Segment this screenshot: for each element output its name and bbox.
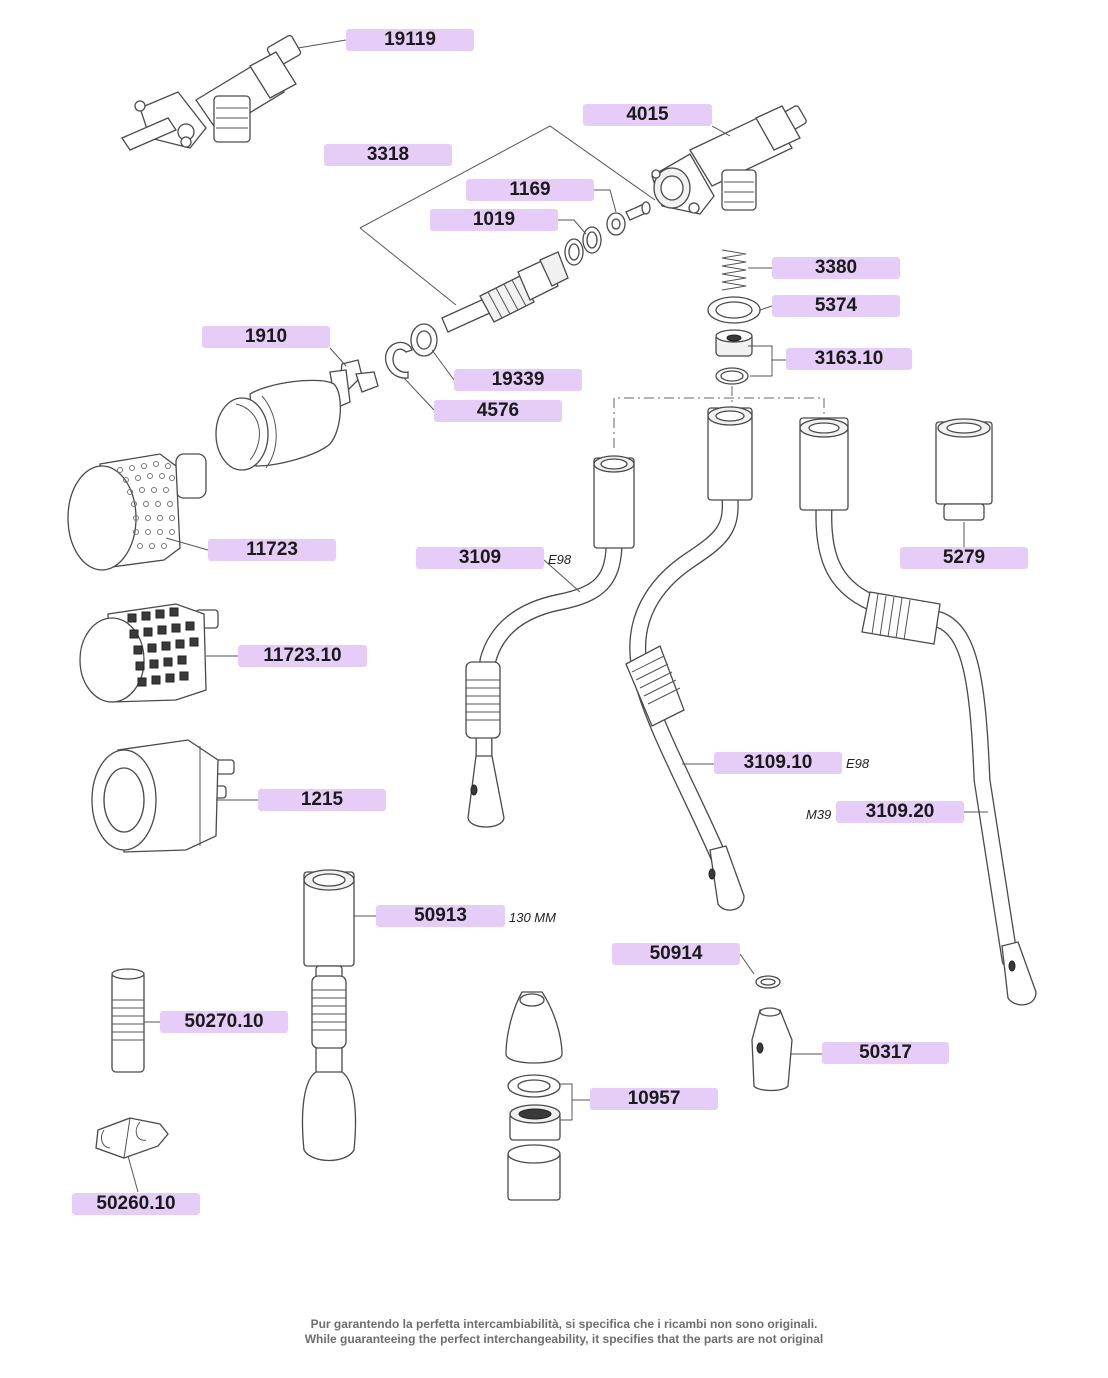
- part-label-4015: 4015: [583, 104, 712, 126]
- part-label-5279: 5279: [900, 547, 1028, 569]
- part-label-1215: 1215: [258, 789, 386, 811]
- part-label-5374: 5374: [772, 295, 900, 317]
- steam-wand-3109-20: [799, 417, 1037, 1006]
- part-label-1910: 1910: [202, 326, 330, 348]
- note-130mm: 130 MM: [509, 910, 556, 925]
- part-label-50260-10: 50260.10: [72, 1193, 200, 1215]
- gasket-5374: [707, 296, 761, 324]
- valve-body-19119: [121, 34, 302, 151]
- part-label-1019: 1019: [430, 209, 558, 231]
- o-ring-50914: [755, 975, 781, 989]
- part-label-11723: 11723: [208, 539, 336, 561]
- valve-stem-3318: [359, 125, 656, 333]
- part-label-11723-10: 11723.10: [238, 645, 367, 667]
- leader-lines: [127, 39, 988, 1193]
- disclaimer-english: While guaranteeing the perfect interchan…: [304, 1332, 824, 1346]
- note-m39: M39: [806, 807, 832, 822]
- disclaimer-italian: Pur garantendo la perfetta intercambiabi…: [310, 1317, 818, 1331]
- part-label-50914: 50914: [612, 943, 740, 965]
- part-label-3109-20: 3109.20: [836, 801, 964, 823]
- part-label-19119: 19119: [346, 29, 474, 51]
- knob-11723: [67, 453, 207, 571]
- spring-3380: [721, 249, 747, 291]
- shroud-1215: [91, 739, 235, 853]
- valve-body-4015: [651, 105, 807, 215]
- circlip-4576: [384, 341, 413, 379]
- steam-wand-3109: [465, 455, 635, 828]
- part-label-50317: 50317: [822, 1042, 949, 1064]
- washer-19339: [410, 323, 438, 357]
- tip-filter-10957: [505, 991, 563, 1201]
- part-label-3109: 3109: [416, 547, 544, 569]
- part-label-50913: 50913: [376, 905, 505, 927]
- part-label-3109-10: 3109.10: [714, 752, 842, 774]
- part-label-19339: 19339: [454, 369, 582, 391]
- part-label-3318: 3318: [324, 144, 452, 166]
- wand-assembly-50913: [301, 869, 357, 1162]
- note-e98-3109-10: E98: [846, 756, 870, 771]
- fitting-5279: [935, 418, 993, 521]
- part-label-3163-10: 3163.10: [786, 348, 912, 370]
- tip-50317: [751, 1007, 793, 1092]
- part-label-50270-10: 50270.10: [160, 1011, 288, 1033]
- knob-11723-10: [79, 603, 219, 703]
- clip-50260-10: [95, 1117, 169, 1159]
- steam-wand-3109-10: [625, 406, 753, 911]
- part-label-3380: 3380: [772, 257, 900, 279]
- part-label-10957: 10957: [590, 1088, 718, 1110]
- part-label-1169: 1169: [466, 179, 594, 201]
- seal-3163-10: [715, 329, 753, 385]
- note-e98-3109: E98: [548, 552, 572, 567]
- sleeve-50270-10: [111, 968, 145, 1073]
- knob-1910: [215, 359, 379, 471]
- part-label-4576: 4576: [434, 400, 562, 422]
